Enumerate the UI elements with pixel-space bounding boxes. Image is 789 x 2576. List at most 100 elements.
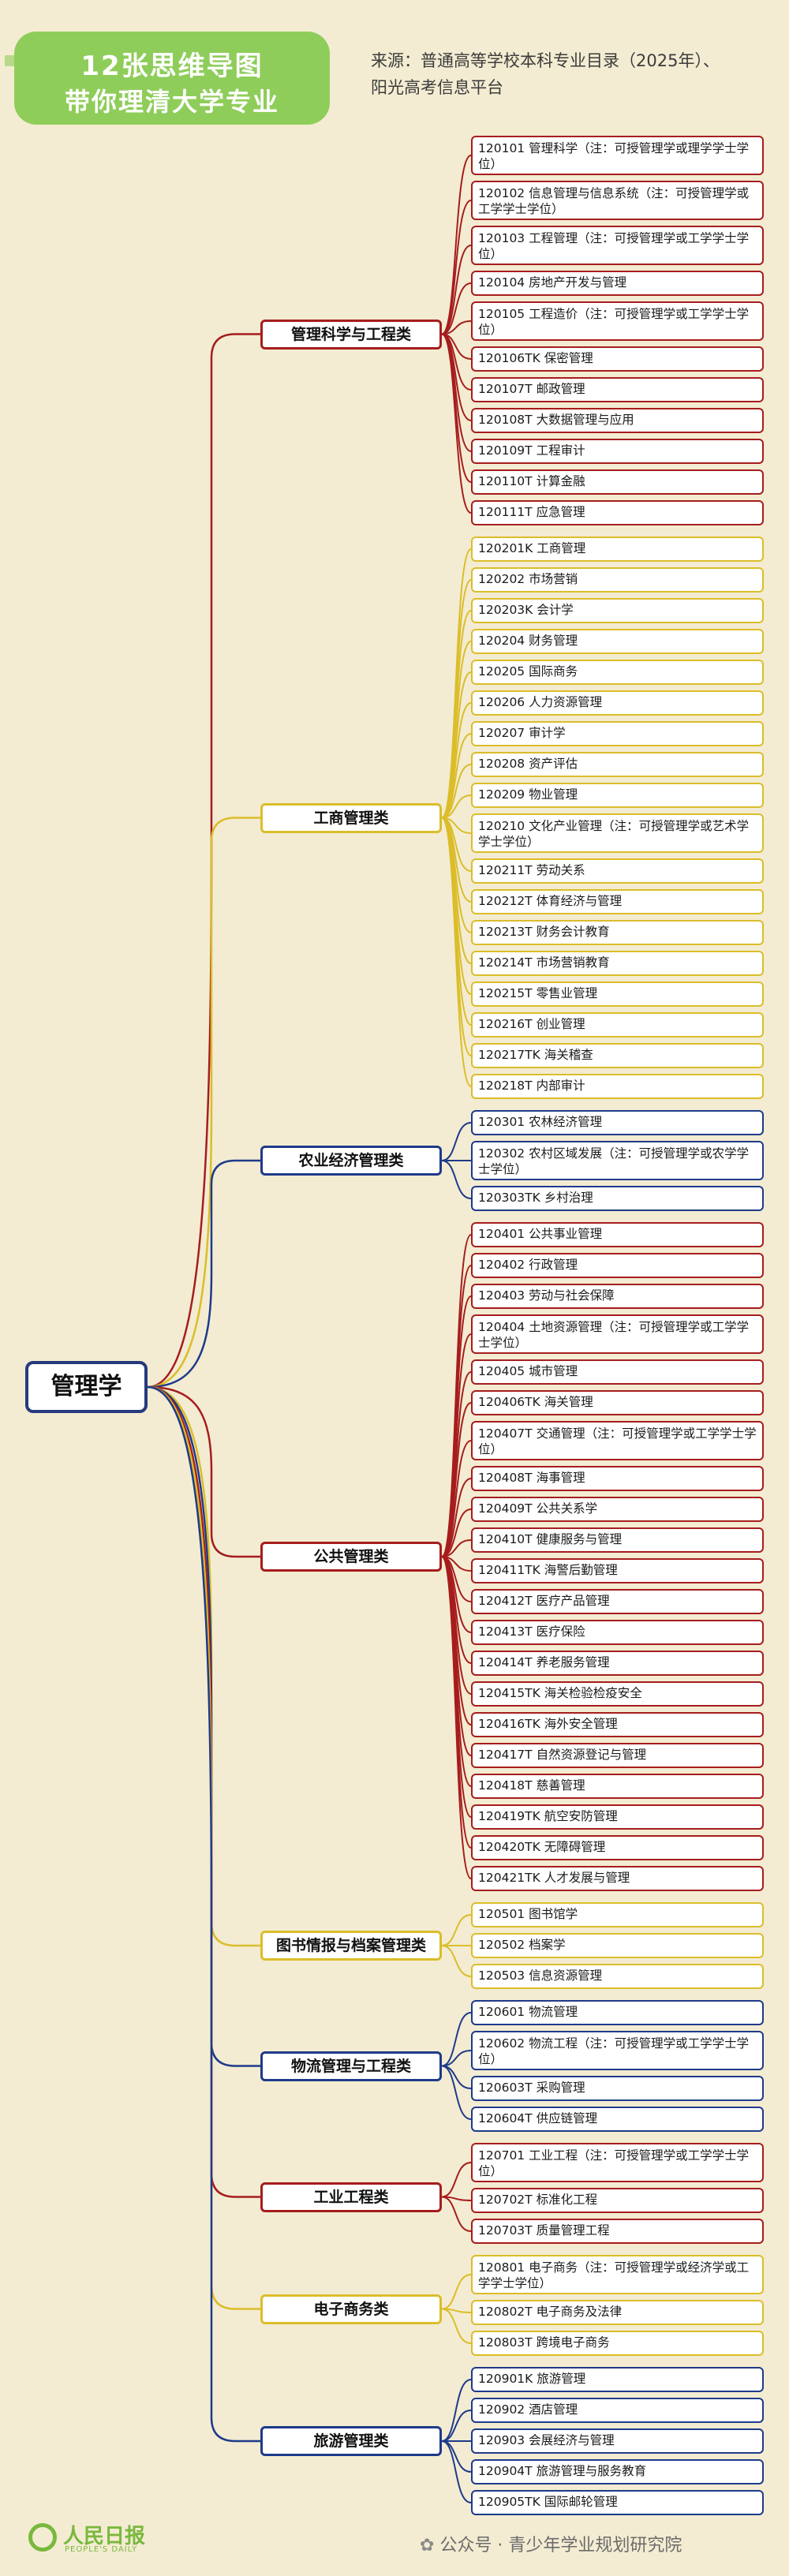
major-item: 120216T 创业管理	[471, 1012, 764, 1038]
root-node: 管理学	[25, 1361, 148, 1413]
leaf-line	[441, 702, 472, 819]
leaf-line	[441, 2162, 472, 2198]
major-item: 120203K 会计学	[471, 598, 764, 623]
major-item: 120405 城市管理	[471, 1359, 764, 1385]
leaf-line	[441, 320, 472, 335]
major-item: 120421TK 人才发展与管理	[471, 1866, 764, 1891]
leaf-line	[441, 282, 472, 335]
leaf-line	[441, 1556, 472, 1879]
major-item: 120403 劳动与社会保障	[471, 1284, 764, 1309]
major-item: 120204 财务管理	[471, 629, 764, 654]
major-item: 120213T 财务会计教育	[471, 920, 764, 945]
wechat-account: ✿ 公众号 · 青少年学业规划研究院	[420, 2531, 682, 2556]
major-item: 120109T 工程审计	[471, 439, 764, 464]
title-badge: 12张思维导图 带你理清大学专业	[14, 32, 330, 125]
leaf-line	[441, 1914, 472, 1946]
major-item: 120302 农村区域发展（注：可授管理学或农学学士学位）	[471, 1141, 764, 1180]
branch-line	[147, 1385, 260, 2310]
leaf-line	[441, 2379, 472, 2442]
major-item: 120111T 应急管理	[471, 500, 764, 525]
major-item: 120803T 跨境电子商务	[471, 2331, 764, 2356]
branch-line	[147, 1385, 260, 1947]
major-item: 120102 信息管理与信息系统（注：可授管理学或工学学士学位）	[471, 181, 764, 220]
major-item: 120409T 公共关系学	[471, 1497, 764, 1522]
branch-line	[147, 1385, 260, 1558]
leaf-line	[441, 817, 472, 1087]
major-item: 120801 电子商务（注：可授管理学或经济学或工学学士学位）	[471, 2255, 764, 2294]
leaf-line	[441, 333, 472, 514]
major-item: 120210 文化产业管理（注：可授管理学或艺术学学士学位）	[471, 813, 764, 853]
major-item: 120105 工程造价（注：可授管理学或工学学士学位）	[471, 301, 764, 341]
major-item: 120108T 大数据管理与应用	[471, 408, 764, 433]
leaf-line	[441, 794, 472, 819]
branch-line	[147, 1385, 260, 2443]
major-item: 120702T 标准化工程	[471, 2188, 764, 2213]
major-item: 120110T 计算金融	[471, 469, 764, 495]
source-line-2: 阳光高考信息平台	[371, 78, 503, 97]
leaf-line	[441, 1478, 472, 1557]
major-item: 120404 土地资源管理（注：可授管理学或工学学士学位）	[471, 1314, 764, 1354]
title-line-1: 12张思维导图	[80, 50, 264, 82]
major-item: 120601 物流管理	[471, 2000, 764, 2025]
leaf-line	[441, 733, 472, 819]
major-item: 120502 档案学	[471, 1933, 764, 1958]
major-item: 120602 物流工程（注：可授管理学或工学学士学位）	[471, 2031, 764, 2070]
leaf-line	[441, 245, 472, 335]
category-node: 物流管理与工程类	[260, 2051, 442, 2081]
people-daily-logo: 人民日报 PEOPLE'S DAILY	[28, 2518, 170, 2566]
major-item: 120212T 体育经济与管理	[471, 889, 764, 914]
leaf-line	[441, 2440, 472, 2503]
leaf-line	[441, 200, 472, 335]
logo-subtext: PEOPLE'S DAILY	[65, 2545, 138, 2554]
category-node: 工业工程类	[260, 2182, 442, 2212]
leaf-line	[441, 2274, 472, 2310]
leaf-line	[441, 2050, 472, 2067]
major-item: 120902 酒店管理	[471, 2398, 764, 2423]
major-item: 120501 图书馆学	[471, 1902, 764, 1927]
major-item: 120701 工业工程（注：可授管理学或工学学士学位）	[471, 2143, 764, 2182]
leaf-line	[441, 2065, 472, 2120]
leaf-line	[441, 2196, 472, 2232]
major-item: 120303TK 乡村治理	[471, 1186, 764, 1211]
major-item: 120420TK 无障碍管理	[471, 1835, 764, 1860]
title-line-2: 带你理清大学专业	[64, 87, 279, 117]
major-item: 120402 行政管理	[471, 1253, 764, 1278]
branch-line	[147, 1159, 260, 1389]
major-item: 120412T 医疗产品管理	[471, 1589, 764, 1614]
major-item: 120419TK 航空安防管理	[471, 1804, 764, 1830]
major-item: 120802T 电子商务及法律	[471, 2300, 764, 2325]
major-item: 120103 工程管理（注：可授管理学或工学学士学位）	[471, 226, 764, 265]
major-item: 120406TK 海关管理	[471, 1390, 764, 1415]
major-item: 120104 房地产开发与管理	[471, 271, 764, 296]
logo-text: 人民日报	[63, 2525, 146, 2548]
major-item: 120215T 零售业管理	[471, 981, 764, 1007]
major-item: 120416TK 海外安全管理	[471, 1712, 764, 1737]
major-item: 120703T 质量管理工程	[471, 2219, 764, 2244]
major-item: 120904T 旅游管理与服务教育	[471, 2459, 764, 2484]
branch-line	[147, 333, 260, 1389]
major-item: 120418T 慈善管理	[471, 1774, 764, 1799]
major-item: 120101 管理科学（注：可授管理学或理学学士学位）	[471, 136, 764, 175]
branch-line	[147, 1385, 260, 2198]
major-item: 120214T 市场营销教育	[471, 951, 764, 976]
leaf-line	[441, 1945, 472, 1977]
major-item: 120413T 医疗保险	[471, 1620, 764, 1645]
major-item: 120209 物业管理	[471, 783, 764, 808]
leaf-line	[441, 2065, 472, 2089]
major-item: 120408T 海事管理	[471, 1466, 764, 1491]
major-item: 120604T 供应链管理	[471, 2107, 764, 2132]
branch-line	[147, 817, 260, 1389]
major-item: 120901K 旅游管理	[471, 2367, 764, 2392]
category-node: 公共管理类	[260, 1542, 442, 1572]
leaf-line	[441, 333, 472, 483]
major-item: 120208 资产评估	[471, 752, 764, 777]
major-item: 120603T 采购管理	[471, 2076, 764, 2101]
major-item: 120202 市场营销	[471, 567, 764, 593]
major-item: 120407T 交通管理（注：可授管理学或工学学士学位）	[471, 1421, 764, 1460]
major-item: 120211T 劳动关系	[471, 858, 764, 884]
major-item: 120301 农林经济管理	[471, 1110, 764, 1135]
leaf-line	[441, 2308, 472, 2344]
major-item: 120401 公共事业管理	[471, 1222, 764, 1247]
major-item: 120410T 健康服务与管理	[471, 1527, 764, 1553]
major-item: 120107T 邮政管理	[471, 377, 764, 402]
